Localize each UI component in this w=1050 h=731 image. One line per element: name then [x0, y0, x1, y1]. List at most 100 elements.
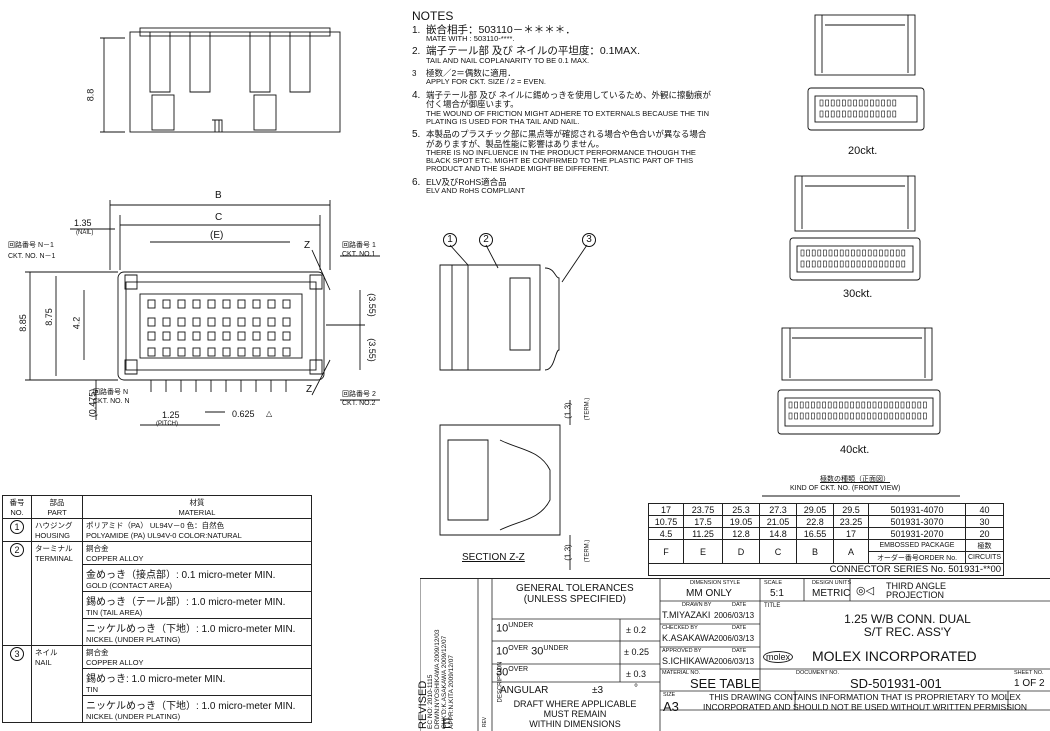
dim-term-upper: (TERM.) — [584, 397, 591, 421]
approved-by: S.ICHIKAWA — [662, 656, 715, 666]
circuit-cell: 20 — [964, 527, 1005, 540]
dim-8-85: 8.85 — [17, 314, 28, 332]
mini-pin — [800, 249, 805, 257]
view-label-30ckt: 30ckt. — [843, 288, 873, 300]
mini-pin — [884, 260, 889, 268]
note-en: MATE WITH : 503110-****. — [426, 34, 515, 43]
terminal-pin — [237, 317, 246, 327]
mini-pin — [856, 260, 861, 268]
terminal-pin — [237, 299, 246, 309]
callout-3: 3 — [582, 233, 596, 247]
tol-val-2: ± 0.25 — [624, 647, 649, 657]
dim-0-475: (0.475) — [87, 388, 98, 418]
section-z-z-label: SECTION Z-Z — [462, 552, 525, 563]
mini-pin — [889, 401, 894, 409]
order-number: オーダー番号ORDER No. — [868, 551, 966, 564]
mini-pin — [858, 99, 863, 107]
mini-pin — [827, 412, 832, 420]
sheet-no: 1 OF 2 — [1014, 678, 1045, 689]
terminal-pin — [252, 317, 261, 327]
mini-pin — [895, 401, 899, 409]
circuit-cell: 17 — [648, 503, 684, 516]
terminal-pin — [222, 331, 231, 341]
terminal-plating-2: 錫めっき（テール部）: 1.0 micro-meter MIN.TIN (TAI… — [82, 591, 312, 619]
mini-pin — [842, 99, 846, 107]
circuit-cell: 4.5 — [648, 527, 684, 540]
ec-number: EC NO: 2010-1115 — [427, 674, 434, 729]
mini-pin — [901, 260, 906, 268]
callout-2: 2 — [479, 233, 493, 247]
circuit-cell: 27.3 — [759, 503, 797, 516]
mini-pin — [800, 260, 805, 268]
tol-val-3: ± 0.3 — [626, 669, 646, 679]
note-number: 4. — [412, 89, 421, 101]
circuit-cell: 29.05 — [796, 503, 834, 516]
checked-rev: CHK'D:K.ASAKAWA 2009/12/07 — [441, 635, 448, 729]
notes-heading: NOTES — [412, 9, 454, 23]
tol-row-3: 30OVER — [496, 666, 529, 679]
mini-pin — [873, 260, 878, 268]
mini-pin — [867, 401, 871, 409]
label-ckt-2: CKT. NO.2 — [342, 400, 376, 407]
circuits: CIRCUITS — [964, 551, 1005, 564]
mini-pin — [895, 260, 900, 268]
mini-pin — [823, 249, 827, 257]
mini-pin — [822, 401, 826, 409]
mini-pin — [817, 260, 822, 268]
mini-pin — [917, 412, 922, 420]
note-number: 1. — [412, 24, 421, 36]
tol-val-1: ± 0.2 — [626, 625, 646, 635]
label-ckt-2-jp: 回路番号 2 — [342, 391, 376, 398]
dim-8-75: 8.75 — [43, 308, 54, 326]
mini-pin — [872, 401, 877, 409]
view-30ckt — [789, 175, 921, 281]
terminal-pin — [192, 299, 201, 309]
mini-pin — [861, 401, 866, 409]
mini-pin — [844, 401, 849, 409]
terminal-pin — [162, 299, 171, 309]
mini-pin — [805, 401, 810, 409]
drawn-label: DRAWN BY — [682, 602, 712, 608]
approved-label: APPROVED BY — [662, 648, 702, 654]
note-3-triangle-icon: △ — [266, 409, 273, 418]
mini-pin — [878, 412, 882, 420]
mini-pin — [839, 412, 843, 420]
terminal-plating-3: ニッケルめっき（下地）: 1.0 micro-meter MIN.NICKEL … — [82, 618, 312, 646]
mini-pin — [890, 249, 894, 257]
circuit-cell: 22.8 — [796, 515, 834, 528]
checked-label: CHECKED BY — [662, 625, 698, 631]
mini-pin — [881, 99, 885, 107]
section-upper — [439, 244, 588, 371]
terminal-pin — [207, 299, 216, 309]
mini-pin — [828, 260, 833, 268]
mini-pin — [883, 401, 888, 409]
note-en: TAIL AND NAIL COPLANARITY TO BE 0.1 MAX. — [426, 55, 590, 65]
mini-pin — [879, 260, 883, 268]
terminal-pin — [252, 331, 261, 341]
mini-pin — [806, 260, 810, 268]
head-e: E — [683, 539, 723, 564]
mini-pin — [850, 401, 854, 409]
mini-pin — [879, 249, 883, 257]
mini-pin — [856, 249, 861, 257]
view-20ckt — [807, 14, 925, 131]
mini-pin — [892, 110, 897, 118]
mini-pin — [890, 260, 894, 268]
dim-style-label: DIMENSION STYLE — [690, 580, 741, 586]
terminal-pin — [162, 331, 171, 341]
circuit-cell: 501931-2070 — [868, 527, 966, 540]
mini-pin — [864, 110, 869, 118]
note-en: THE WOUND OF FRICTION MIGHT ADHERE TO EX… — [426, 108, 710, 126]
label-ckt-n1: CKT. NO. N－1 — [8, 253, 56, 260]
terminal-pin — [267, 299, 276, 309]
mini-pin — [853, 110, 857, 118]
terminal-pin — [267, 347, 276, 357]
revision-block: REVISED EC NO: 2010-1115 DRWN:NYOSHIKAWA… — [417, 579, 455, 729]
mini-pin — [811, 401, 815, 409]
section-lower — [439, 400, 571, 570]
terminal-pin — [282, 299, 291, 309]
